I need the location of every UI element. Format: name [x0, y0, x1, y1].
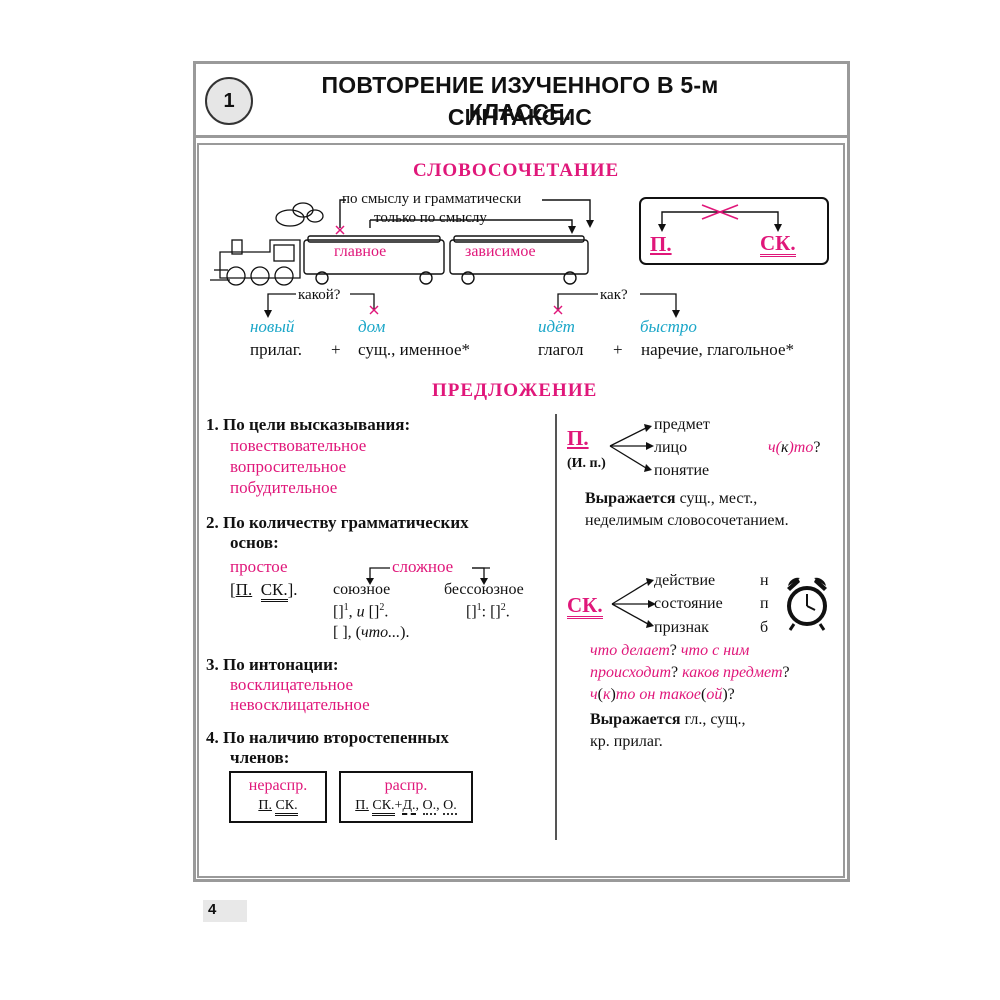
cross-mark-icon [335, 225, 345, 235]
minor-title-line2: членов: [230, 748, 290, 767]
sentence-heading: ПРЕДЛОЖЕНИЕ [432, 380, 598, 401]
section-number-badge: 1 [205, 77, 253, 125]
predicate-expression-line1: Выражается гл., сущ., [590, 711, 746, 728]
allied-label: союзное [333, 581, 391, 598]
predicate-questions-line2: происходит? каков предмет? [590, 664, 790, 681]
plus-sign: + [331, 340, 341, 359]
subject-expression-line2: неделимым словосочетанием. [585, 512, 789, 529]
predicate-branch: действие [654, 572, 716, 589]
wagon-dependent [449, 235, 589, 285]
nonallied-formula: []1: []2. [466, 602, 510, 621]
link-meaning-only: только по смыслу [374, 210, 487, 226]
predicate-expression-line2: кр. прилаг. [590, 733, 663, 750]
page-title-line2: СИНТАКСИС [447, 104, 593, 130]
wagon-main [303, 235, 445, 285]
unextended-label: нераспр. [248, 777, 308, 794]
wagon-main-label: главное [334, 243, 387, 260]
complex-split-arrows [366, 567, 490, 585]
predicate-branch: признак [654, 619, 709, 636]
simple-label: простое [230, 557, 288, 576]
intonation-item: восклицательное [230, 675, 353, 694]
minor-title-line1: 4. По наличию второстепенных [206, 728, 449, 747]
pos-adverb: наречие, глагольное* [641, 340, 795, 359]
bases-title-line2: основ: [230, 533, 279, 552]
subject-expression-line1: Выражается сущ., мест., [585, 490, 758, 507]
link-meaning-grammar: по смыслу и грамматически [342, 191, 522, 207]
pos-noun: сущ., именное* [358, 340, 471, 359]
page-number-box [203, 900, 247, 922]
wagon-dependent-label: зависимое [465, 243, 536, 260]
page-title-line1: ПОВТОРЕНИЕ ИЗУЧЕННОГО В 5-м КЛАССЕ. [321, 72, 719, 125]
subject-branch-arrows [609, 424, 654, 472]
purpose-title: 1. По цели высказывания: [206, 415, 411, 434]
bases-title-line1: 2. По количеству грамматических [206, 513, 469, 532]
extended-box: распр. П. СК.+Д., О., О. [339, 771, 473, 823]
example-dom: дом [358, 317, 386, 336]
predicate-questions-line3: ч(к)то он такое(ой)? [590, 686, 735, 703]
page-number: 4 [208, 901, 217, 918]
purpose-item: вопросительное [230, 457, 347, 476]
example-noviy: новый [250, 317, 295, 336]
predicate-letter: п [760, 595, 769, 612]
box-predicate: СК. [760, 231, 796, 257]
purpose-item: побудительное [230, 478, 338, 497]
example-bystro: быстро [640, 317, 697, 336]
phrase-heading: СЛОВОСОЧЕТАНИЕ [413, 160, 620, 181]
predicate-branch: состояние [654, 595, 723, 612]
subject-branch: лицо [654, 439, 688, 456]
pos-verb: глагол [538, 340, 584, 359]
subject-case: (И. п.) [567, 456, 606, 471]
subject-label: П. [567, 426, 589, 450]
intonation-item: невосклицательное [230, 695, 370, 714]
predicate-questions-line1: что делает? что с ним [590, 642, 750, 659]
unextended-box: нераспр. П. СК. [229, 771, 327, 823]
extended-label: распр. [384, 777, 428, 794]
predicate-label: СК. [567, 593, 603, 619]
example-idet: идёт [538, 317, 575, 336]
column-divider [555, 414, 557, 840]
plus-sign: + [613, 340, 623, 359]
content-frame [197, 143, 845, 878]
allied-formula-1: []1, и []2. [333, 602, 389, 621]
phrase-diagram [210, 197, 829, 318]
page-frame [193, 61, 850, 882]
locomotive-icon [210, 202, 324, 286]
cross-mark-icon [701, 204, 739, 220]
subject-question: ч(к)то? [768, 439, 821, 456]
nonallied-label: бессоюзное [444, 581, 524, 598]
pos-adjective: прилаг. [250, 340, 303, 359]
header [196, 64, 847, 138]
subject-branch: предмет [654, 416, 710, 433]
alarm-clock-icon [787, 577, 827, 631]
allied-formula-2: [ ], (что...). [333, 624, 410, 641]
intonation-title: 3. По интонации: [206, 655, 339, 674]
purpose-item: повествовательное [230, 436, 367, 455]
box-subject: П. [650, 232, 672, 256]
predicate-letter: н [760, 572, 769, 589]
question-kakoy: какой? [298, 287, 341, 303]
predicate-branch-arrows [611, 578, 656, 628]
extended-scheme: П. СК.+Д., О., О. [341, 798, 471, 816]
simple-scheme: [П. СК.]. [230, 579, 298, 602]
subject-branch: понятие [654, 462, 710, 479]
predicate-letter: б [760, 619, 769, 636]
question-kak: как? [600, 287, 628, 303]
unextended-scheme: П. СК. [231, 798, 325, 816]
complex-label: сложное [392, 557, 454, 576]
